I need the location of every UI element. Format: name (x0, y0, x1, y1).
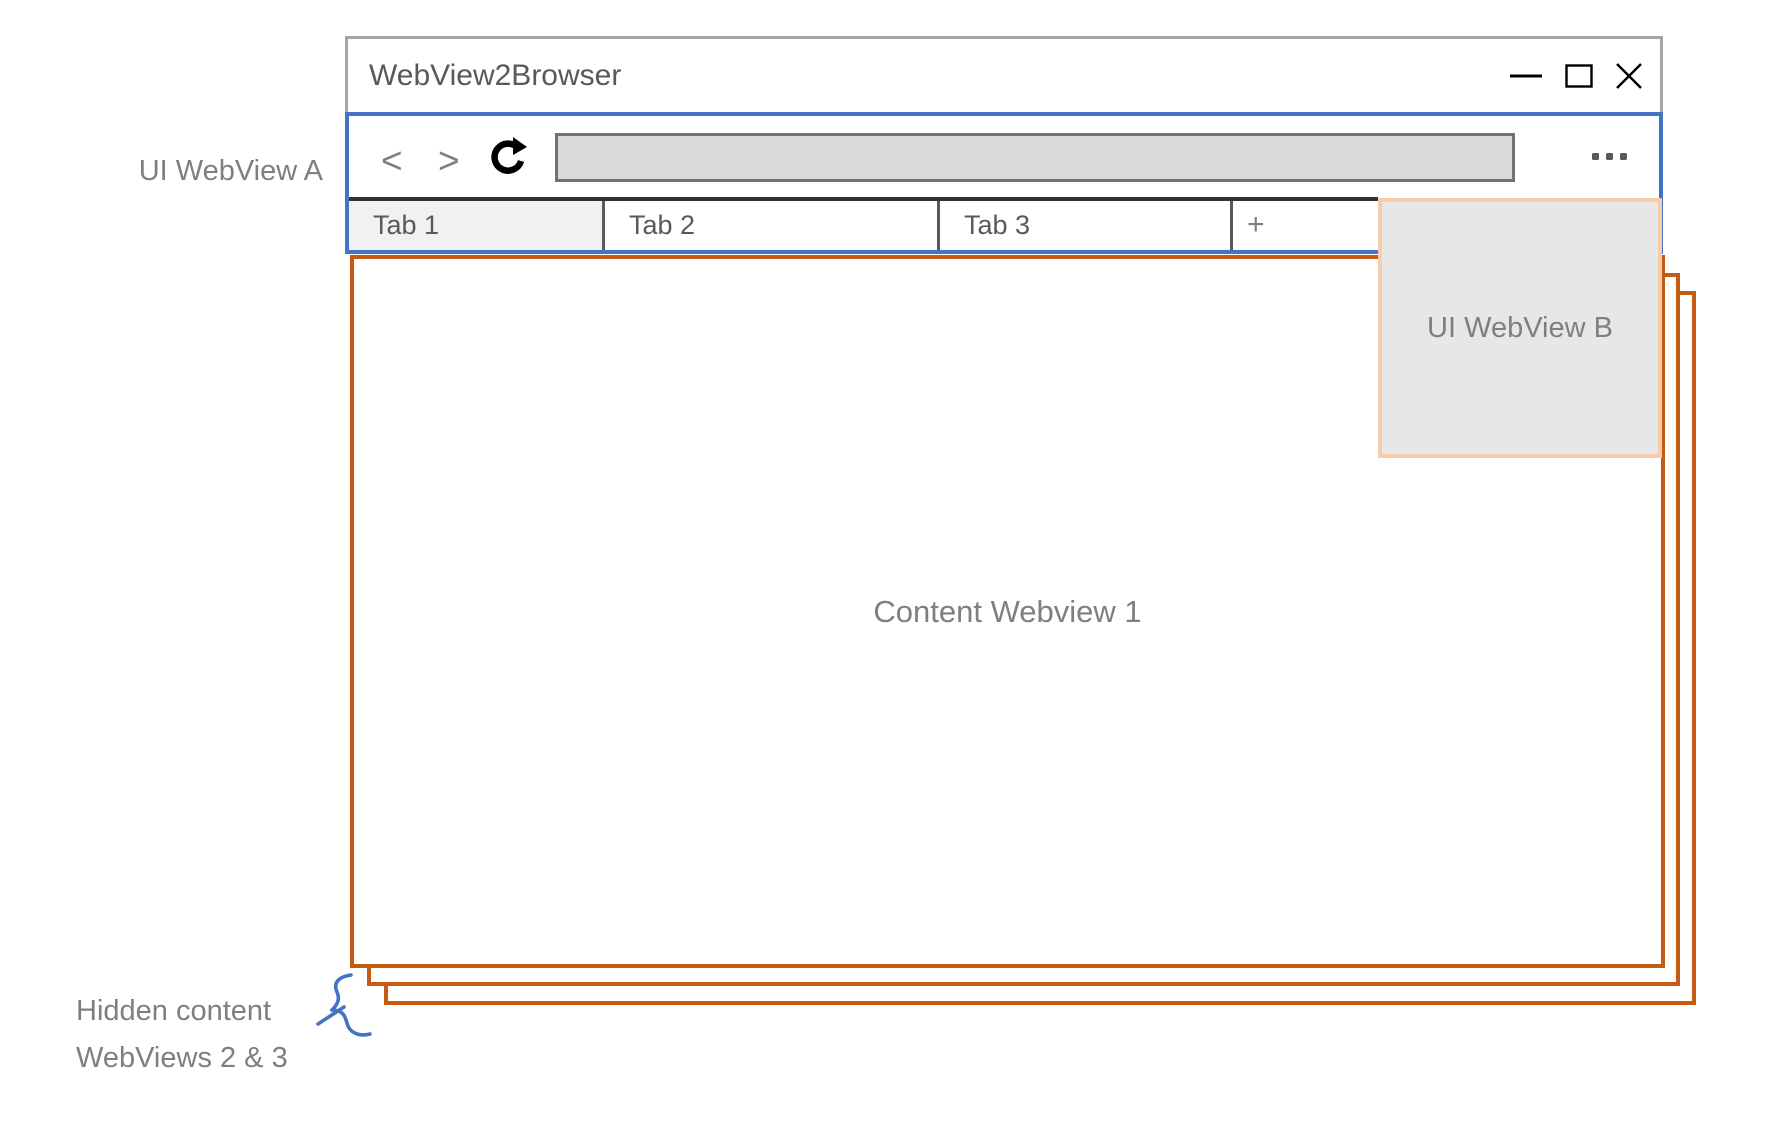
address-bar-input[interactable] (555, 133, 1515, 182)
maximize-icon (1565, 63, 1593, 88)
ellipsis-icon (1620, 153, 1627, 160)
ui-webview-b: UI WebView B (1378, 198, 1662, 458)
minimize-button[interactable] (1510, 73, 1542, 79)
hidden-webviews-label-line2: WebViews 2 & 3 (76, 1042, 288, 1074)
hidden-webviews-label-line1: Hidden content (76, 995, 272, 1027)
brace-icon (316, 973, 372, 1037)
ellipsis-icon (1606, 153, 1613, 160)
ui-webview-b-label: UI WebView B (1427, 311, 1613, 344)
maximize-button[interactable] (1565, 63, 1593, 88)
back-button[interactable]: < (381, 140, 403, 181)
minimize-icon (1510, 74, 1542, 77)
window-controls (1510, 39, 1642, 112)
forward-button[interactable]: > (438, 140, 460, 181)
tab-3[interactable]: Tab 3 (940, 201, 1233, 250)
ui-webview-a-label: UI WebView A (138, 155, 323, 187)
tab-strip: Tab 1 Tab 2 Tab 3 + (349, 197, 1378, 250)
tab-1[interactable]: Tab 1 (349, 201, 605, 250)
hidden-webviews-label: Hidden content WebViews 2 & 3 (76, 988, 288, 1082)
ellipsis-icon (1592, 153, 1599, 160)
tab-2[interactable]: Tab 2 (605, 201, 940, 250)
reload-button[interactable] (486, 137, 528, 186)
reload-icon (491, 137, 527, 174)
content-webview-1-label: Content Webview 1 (873, 593, 1142, 629)
close-icon (1616, 62, 1642, 89)
new-tab-button[interactable]: + (1233, 201, 1378, 250)
window-title: WebView2Browser (369, 59, 622, 92)
close-button[interactable] (1616, 62, 1642, 89)
window-titlebar: WebView2Browser (345, 36, 1663, 112)
menu-button[interactable] (1592, 153, 1627, 160)
